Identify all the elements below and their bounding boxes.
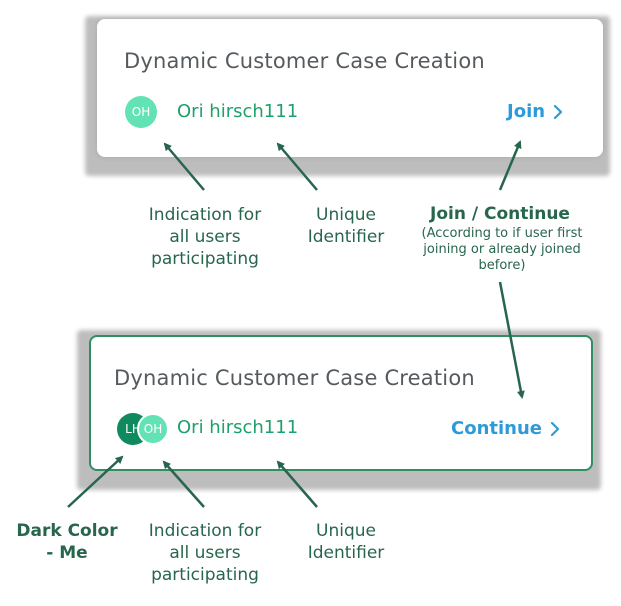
continue-label: Continue	[451, 418, 543, 439]
arrow-icon	[498, 140, 522, 191]
join-button[interactable]: Join	[507, 101, 563, 122]
chevron-right-icon	[553, 104, 563, 119]
arrow-icon	[67, 455, 124, 508]
annotation-indication: Indication for all users participating	[148, 205, 262, 269]
arrow-icon	[276, 142, 318, 191]
session-card-continue[interactable]: Dynamic Customer Case Creation LH OH Ori…	[89, 335, 593, 471]
annotation-join-continue-sub: (According to if user first joining or a…	[421, 226, 583, 273]
continue-button[interactable]: Continue	[451, 418, 560, 439]
avatar-other-user: OH	[125, 96, 157, 128]
chevron-right-icon	[550, 421, 560, 436]
annotation-unique-identifier: Unique Identifier	[307, 205, 385, 247]
annotation-join-continue-title: Join / Continue	[430, 204, 570, 224]
arrow-icon	[498, 281, 525, 399]
user-identifier: Ori hirsch111	[177, 417, 299, 438]
arrow-icon	[162, 460, 205, 508]
session-card-join[interactable]: Dynamic Customer Case Creation OH Ori hi…	[97, 19, 603, 157]
join-label: Join	[507, 101, 546, 122]
avatar-other-user: OH	[137, 413, 169, 445]
annotation-indication: Indication for all users participating	[148, 521, 262, 585]
card-title: Dynamic Customer Case Creation	[114, 366, 475, 390]
card-title: Dynamic Customer Case Creation	[124, 49, 485, 73]
user-identifier: Ori hirsch111	[177, 101, 299, 122]
annotation-dark-color-me: Dark Color - Me	[16, 521, 118, 563]
annotation-unique-identifier: Unique Identifier	[307, 521, 385, 563]
arrow-icon	[163, 142, 205, 191]
arrow-icon	[276, 460, 318, 508]
